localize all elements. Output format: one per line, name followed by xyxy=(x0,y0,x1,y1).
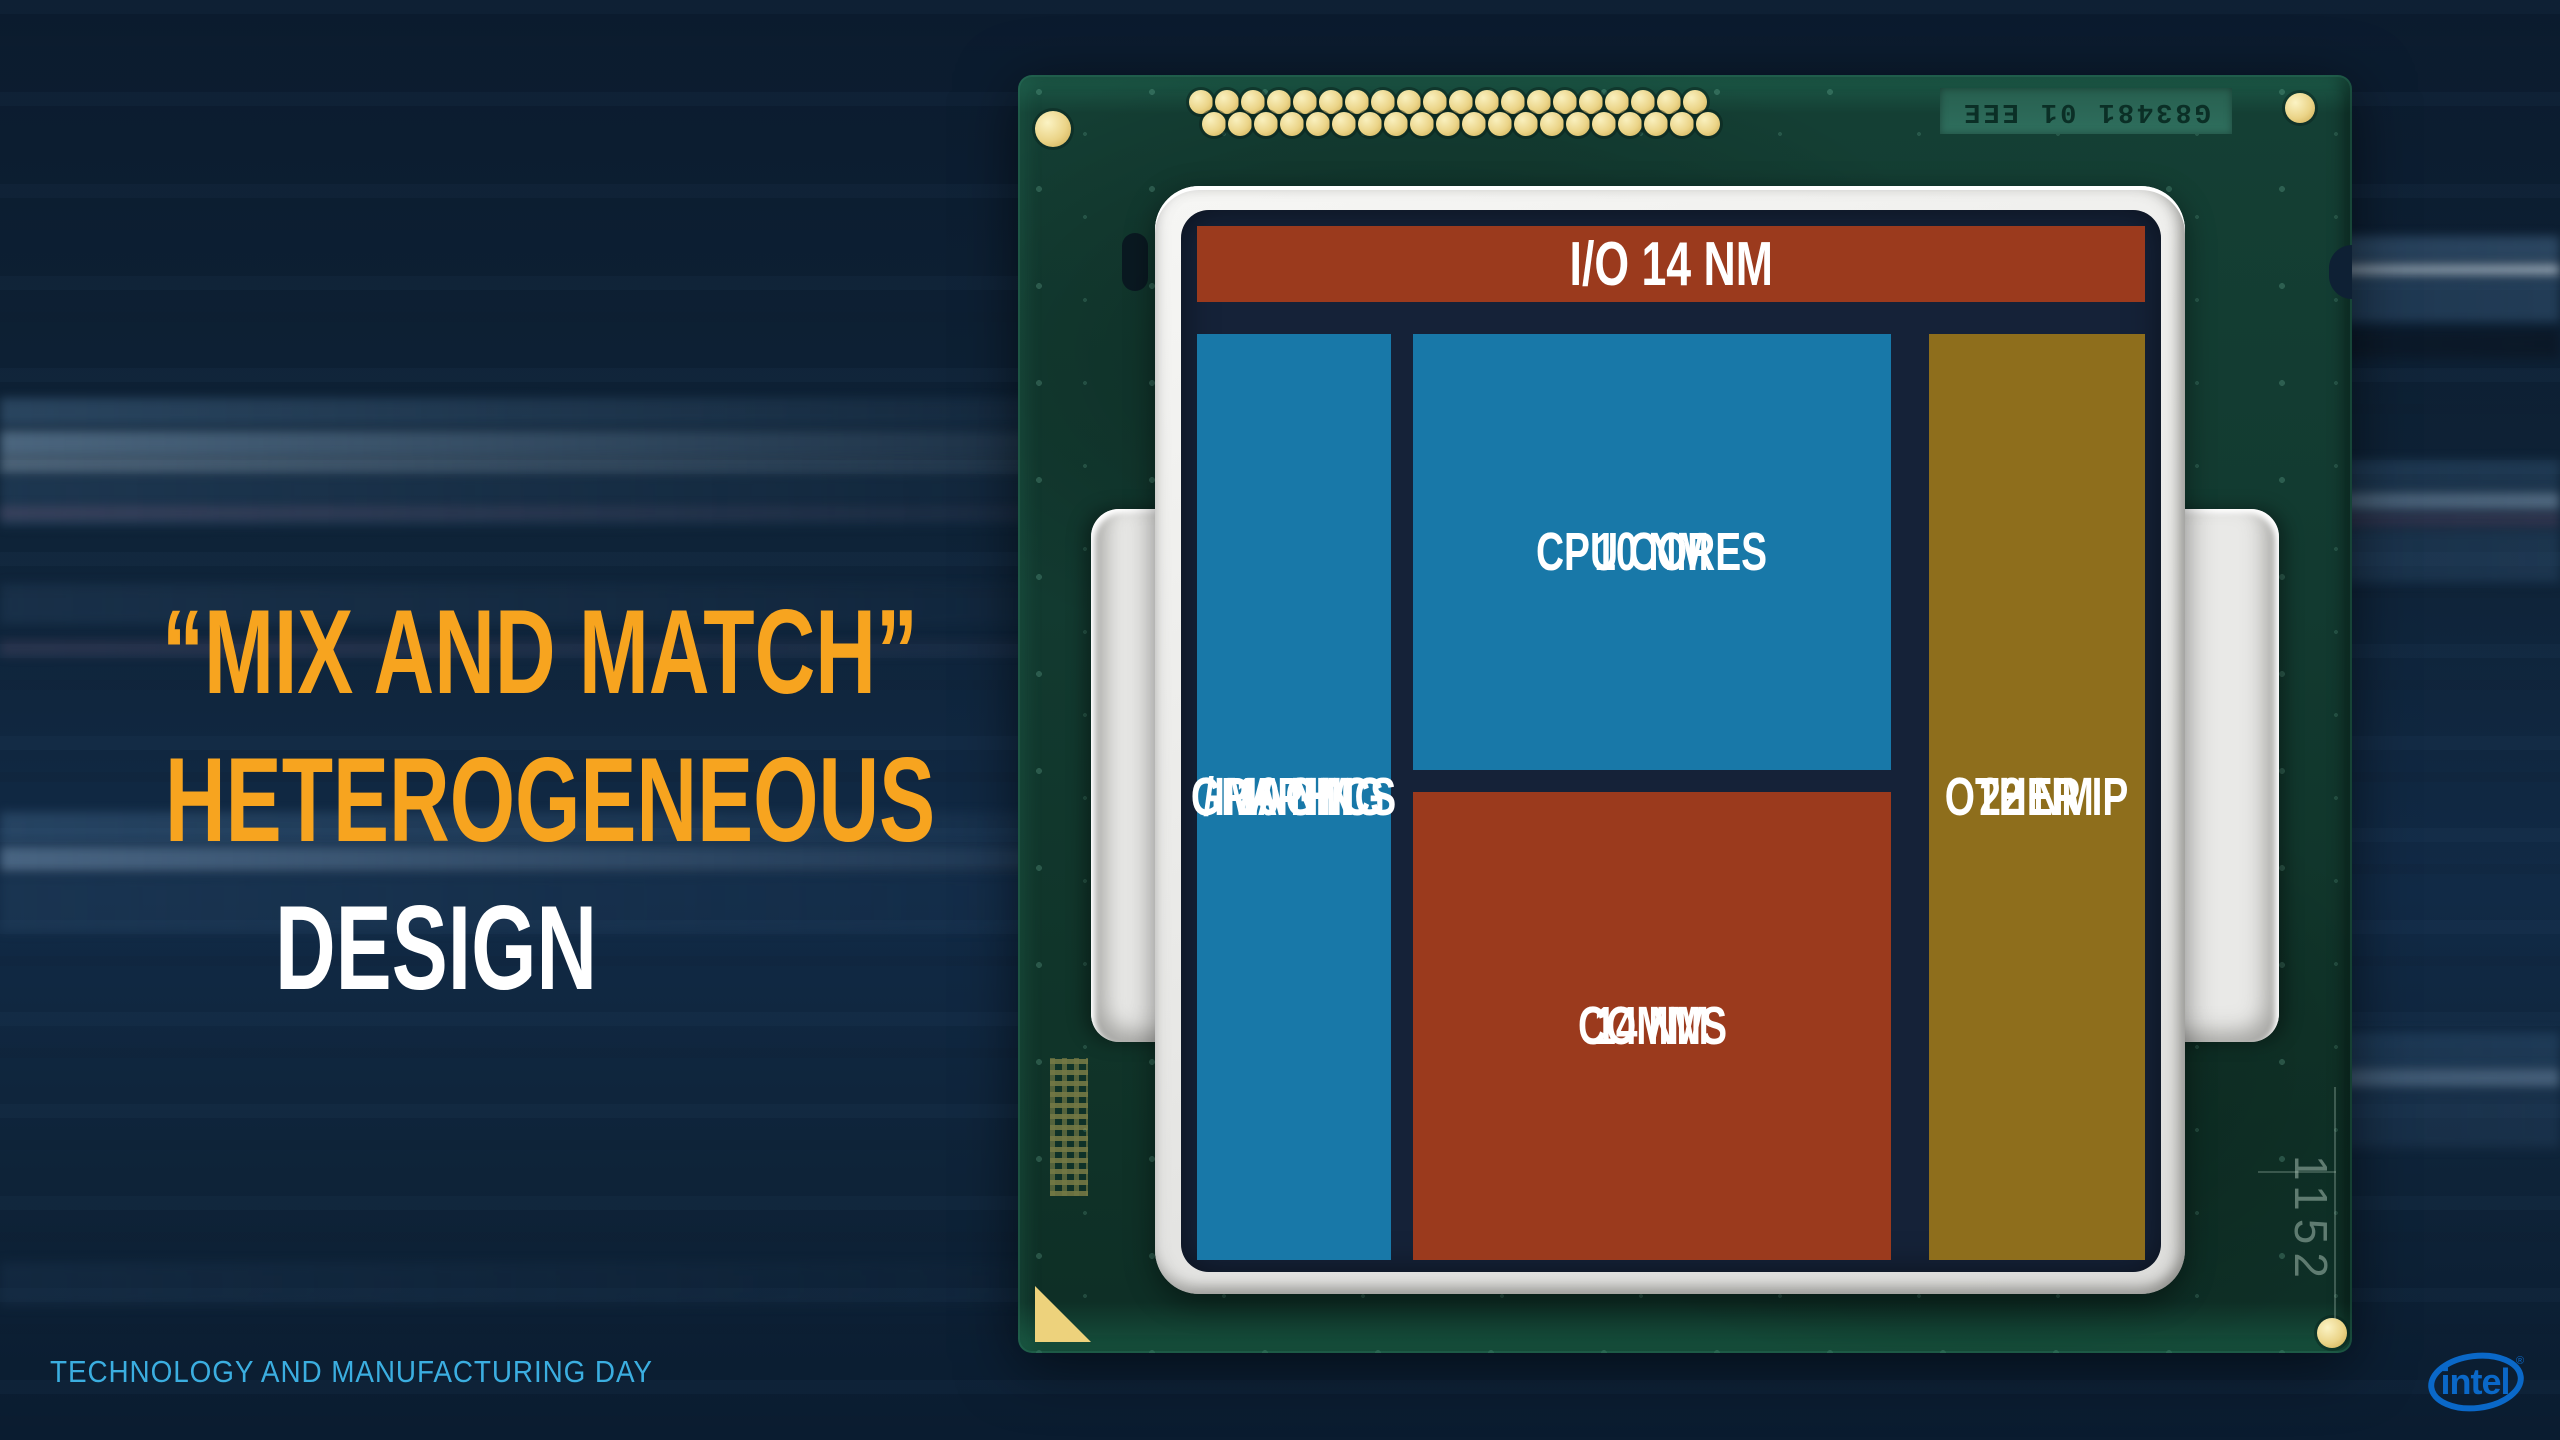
cpu-package: G83481 01 EEE 1152 I/O 14 NM GRAPHICS /I… xyxy=(1018,75,2352,1353)
comms-block-line-2: 14 NM xyxy=(1594,995,1710,1056)
title-block: “MIX AND MATCH” HETEROGENEOUS DESIGN xyxy=(0,578,935,1022)
gold-pad-top-left xyxy=(1035,111,1071,147)
event-footer-text: TECHNOLOGY AND MANUFACTURING DAY xyxy=(50,1354,653,1389)
intel-logo-text: intel xyxy=(2440,1361,2509,1402)
socket-marking-1152: 1152 xyxy=(2285,1155,2337,1286)
intel-logo: intel ® xyxy=(2428,1348,2530,1414)
capacitor-pad-row-2 xyxy=(1202,112,1722,136)
intel-logo-registered-mark: ® xyxy=(2516,1355,2524,1367)
graphics-imaging-block: GRAPHICS /IMAGING 10 NM xyxy=(1191,334,1397,1260)
capacitor-pad-row-1 xyxy=(1189,90,1709,114)
cpu-cores-block: CPU CORES 10 NM xyxy=(1413,334,1891,770)
intel-logo-swoosh: intel ® xyxy=(2428,1352,2524,1412)
title-line-1: “MIX AND MATCH” xyxy=(0,578,918,726)
io-block-label: I/O 14 NM xyxy=(1569,229,1773,299)
other-ip-block: OTHER IP 22 NM xyxy=(1929,334,2145,1260)
gold-pad-bottom-right xyxy=(2317,1318,2347,1348)
die-block-map: I/O 14 NM GRAPHICS /IMAGING 10 NM CPU CO… xyxy=(1181,210,2161,1272)
package-code-label: G83481 01 EEE xyxy=(1940,88,2232,134)
gold-pad-top-right xyxy=(2285,93,2315,123)
io-block: I/O 14 NM xyxy=(1197,226,2145,302)
comms-block-line-1: COMMS xyxy=(1577,995,1727,1056)
comms-block: COMMS 14 NM xyxy=(1413,792,1891,1260)
graphics-block-line-1: GRAPHICS xyxy=(1191,766,1397,827)
cpu-block-line-2: 10 NM xyxy=(1594,521,1710,582)
title-line-2-text: HETEROGENEOUS xyxy=(165,733,936,867)
title-line-2: HETEROGENEOUS xyxy=(0,726,935,874)
title-line-3: DESIGN xyxy=(0,874,872,1022)
silkscreen-line-vertical xyxy=(2334,1087,2336,1319)
other-block-line-1: OTHER IP xyxy=(1945,766,2129,827)
package-code-text: G83481 01 EEE xyxy=(1961,96,2211,126)
silkscreen-line-horizontal xyxy=(2258,1171,2336,1173)
event-footer: TECHNOLOGY AND MANUFACTURING DAY xyxy=(50,1354,720,1390)
title-line-1-text: “MIX AND MATCH” xyxy=(161,585,918,719)
cpu-block-line-1: CPU CORES xyxy=(1536,521,1768,582)
graphics-block-line-2: /IMAGING xyxy=(1203,766,1385,827)
graphics-block-line-3: 10 NM xyxy=(1236,766,1352,827)
pin1-gold-triangle xyxy=(1035,1286,1091,1342)
substrate-notch-right xyxy=(2329,245,2352,299)
substrate-notch-left xyxy=(1122,233,1148,291)
title-line-3-text: DESIGN xyxy=(274,881,598,1015)
other-block-line-2: 22 NM xyxy=(1979,766,2095,827)
substrate-datamatrix-mark xyxy=(1050,1058,1088,1196)
